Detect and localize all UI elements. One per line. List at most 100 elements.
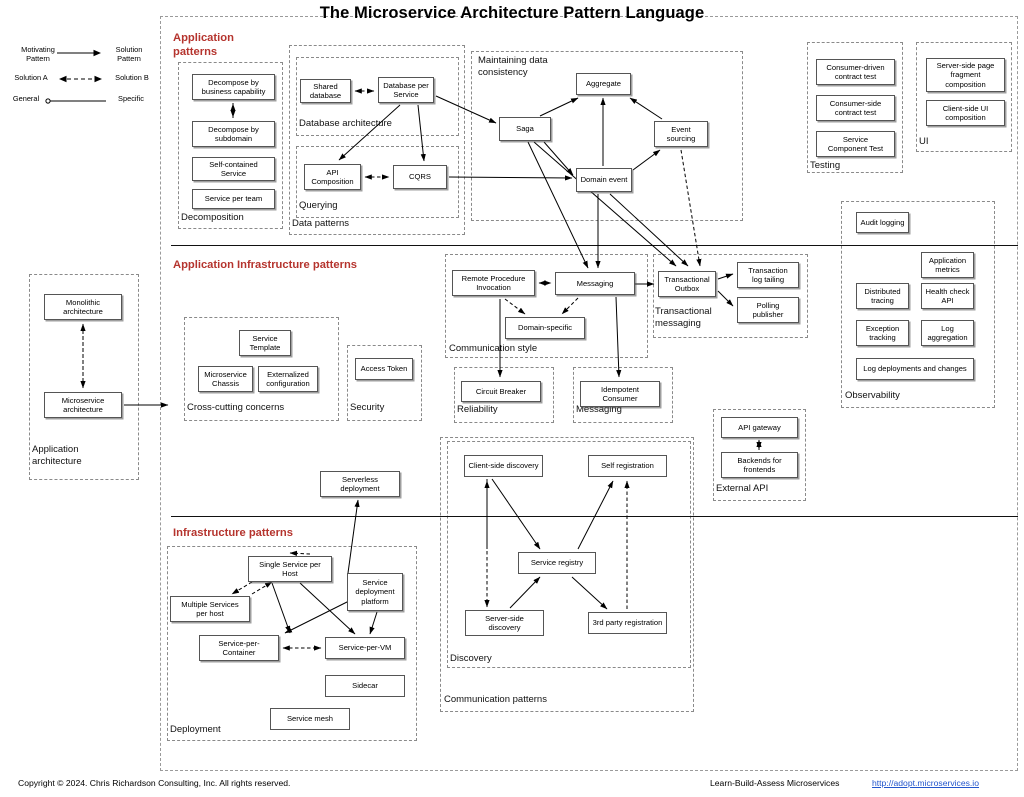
pattern-saga[interactable]: Saga [499,117,551,141]
group-ui [916,42,1012,152]
pattern-server-side-page-fragment-composition[interactable]: Server-side page fragment composition [926,58,1005,92]
group-label-database-architecture: Database architecture [299,118,392,129]
pattern-self-contained-service[interactable]: Self-contained Service [192,157,275,181]
footer-copyright: Copyright © 2024. Chris Richardson Consu… [18,778,291,788]
outer-frame [160,16,1018,771]
pattern-consumer-side-contract-test[interactable]: Consumer-side contract test [816,95,895,121]
pattern-multiple-services-per-host[interactable]: Multiple Services per host [170,596,250,622]
legend: Motivating Pattern Solution Pattern Solu… [4,40,154,106]
legend-solution-pattern-label: Solution Pattern [115,45,143,63]
section-heading-application-patterns: Application patterns [173,32,234,59]
pattern-transaction-log-tailing[interactable]: Transaction log tailing [737,262,799,288]
pattern-monolithic-architecture[interactable]: Monolithic architecture [44,294,122,320]
group-reliability [454,367,554,423]
pattern-serverless-deployment[interactable]: Serverless deployment [320,471,400,497]
legend-solution-a-label: Solution A [14,73,48,82]
pattern-circuit-breaker[interactable]: Circuit Breaker [461,381,541,402]
footer-link[interactable]: http://adopt.microservices.io [872,778,979,788]
legend-solution-b-label: Solution B [115,73,149,82]
pattern-service-template[interactable]: Service Template [239,330,291,356]
pattern-transactional-outbox[interactable]: Transactional Outbox [658,271,716,297]
pattern-decompose-by-business-capability[interactable]: Decompose by business capability [192,74,275,100]
pattern-access-token[interactable]: Access Token [355,358,413,380]
pattern-audit-logging[interactable]: Audit logging [856,212,909,233]
group-label-observability: Observability [845,390,900,401]
group-messaging [573,367,673,423]
page-title: The Microservice Architecture Pattern La… [319,4,705,22]
group-label-decomposition: Decomposition [181,212,244,223]
group-label-testing: Testing [810,160,841,171]
group-observability [841,201,995,408]
pattern-service-per-team[interactable]: Service per team [192,189,275,209]
group-label-maintaining-data-consistency: Maintaining data consistency [478,55,548,78]
group-label-reliability: Reliability [457,404,498,415]
group-application-architecture [29,274,139,480]
group-communication-patterns [440,437,694,712]
pattern-service-component-test[interactable]: Service Component Test [816,131,895,157]
legend-motivating-pattern-label: Motivating Pattern [21,45,55,63]
pattern-third-party-registration[interactable]: 3rd party registration [588,612,667,634]
group-testing [807,42,903,173]
group-deployment [167,546,417,741]
pattern-event-sourcing[interactable]: Event sourcing [654,121,708,147]
group-external-api [713,409,806,501]
section-heading-infrastructure-patterns: Infrastructure patterns [173,527,293,539]
pattern-shared-database[interactable]: Shared database [300,79,351,103]
legend-general-label: General [12,94,40,103]
pattern-log-deployments-and-changes[interactable]: Log deployments and changes [856,358,974,380]
pattern-externalized-configuration[interactable]: Externalized configuration [258,366,318,392]
pattern-decompose-by-subdomain[interactable]: Decompose by subdomain [192,121,275,147]
pattern-polling-publisher[interactable]: Polling publisher [737,297,799,323]
pattern-database-per-service[interactable]: Database per Service [378,77,434,103]
pattern-service-per-vm[interactable]: Service-per-VM [325,637,405,659]
pattern-microservice-architecture[interactable]: Microservice architecture [44,392,122,418]
pattern-service-deployment-platform[interactable]: Service deployment platform [347,573,403,611]
divider-infrastructure [171,516,1018,517]
pattern-exception-tracking[interactable]: Exception tracking [856,320,909,346]
pattern-cqrs[interactable]: CQRS [393,165,447,189]
pattern-sidecar[interactable]: Sidecar [325,675,405,697]
group-transactional-messaging [653,254,808,338]
pattern-self-registration[interactable]: Self registration [588,455,667,477]
pattern-backends-for-frontends[interactable]: Backends for frontends [721,452,798,478]
group-label-ui: UI [919,136,929,147]
pattern-health-check-api[interactable]: Health check API [921,283,974,309]
pattern-domain-specific[interactable]: Domain-specific [505,317,585,339]
group-label-discovery: Discovery [450,653,492,664]
pattern-service-registry[interactable]: Service registry [518,552,596,574]
group-label-communication-style: Communication style [449,343,538,354]
pattern-consumer-driven-contract-test[interactable]: Consumer-driven contract test [816,59,895,85]
pattern-service-mesh[interactable]: Service mesh [270,708,350,730]
pattern-messaging[interactable]: Messaging [555,272,635,295]
group-label-messaging: Messaging [576,404,622,415]
pattern-server-side-discovery[interactable]: Server-side discovery [465,610,544,636]
group-label-querying: Querying [299,200,338,211]
group-label-cross-cutting-concerns: Cross-cutting concerns [187,402,285,413]
group-decomposition [178,62,283,229]
divider-application-infrastructure [171,245,1018,246]
pattern-api-composition[interactable]: API Composition [304,164,361,190]
pattern-domain-event[interactable]: Domain event [576,168,632,192]
pattern-single-service-per-host[interactable]: Single Service per Host [248,556,332,582]
pattern-api-gateway[interactable]: API gateway [721,417,798,438]
pattern-service-per-container[interactable]: Service-per- Container [199,635,279,661]
group-label-security: Security [350,402,385,413]
group-cross-cutting-concerns [184,317,339,421]
pattern-remote-procedure-invocation[interactable]: Remote Procedure Invocation [452,270,535,296]
pattern-aggregate[interactable]: Aggregate [576,73,631,95]
pattern-microservice-chassis[interactable]: Microservice Chassis [198,366,253,392]
pattern-client-side-ui-composition[interactable]: Client-side UI composition [926,100,1005,126]
group-label-deployment: Deployment [170,724,221,735]
pattern-application-metrics[interactable]: Application metrics [921,252,974,278]
pattern-log-aggregation[interactable]: Log aggregation [921,320,974,346]
group-label-transactional-messaging: Transactional messaging [655,306,712,329]
pattern-distributed-tracing[interactable]: Distributed tracing [856,283,909,309]
group-label-communication-patterns: Communication patterns [444,694,547,705]
pattern-idempotent-consumer[interactable]: Idempotent Consumer [580,381,660,407]
group-label-data-patterns: Data patterns [292,218,350,229]
section-heading-application-infrastructure-patterns: Application Infrastructure patterns [173,259,357,271]
group-discovery [447,441,691,668]
pattern-client-side-discovery[interactable]: Client-side discovery [464,455,543,477]
legend-arrows-icon [45,49,106,104]
